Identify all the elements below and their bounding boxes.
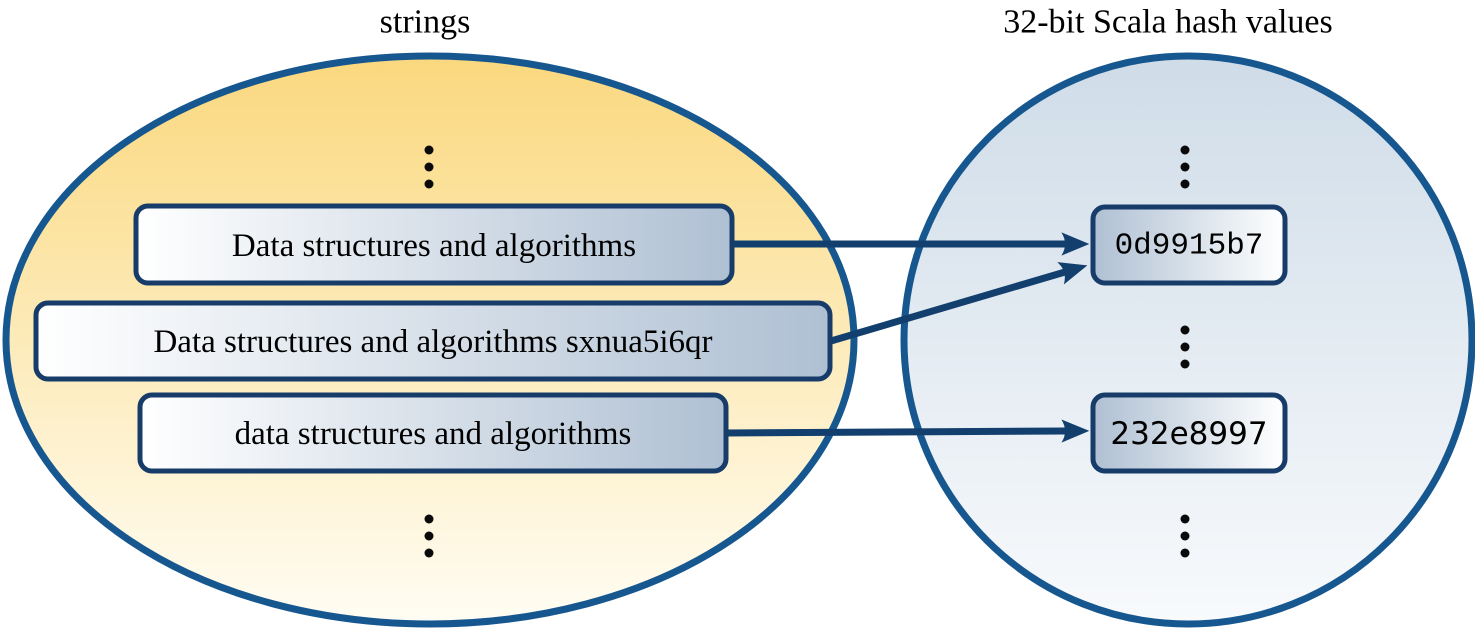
string-node-3: data structures and algorithms [137, 392, 729, 474]
hash-node-2: 232e8997 [1090, 392, 1288, 474]
string-node-1-label: Data structures and algorithms [232, 228, 636, 264]
string-node-1: Data structures and algorithms [133, 203, 735, 286]
hash-node-1-label: 0d9915b7 [1115, 229, 1264, 264]
string-node-2-box [33, 300, 833, 382]
string-node-1-box [133, 203, 735, 286]
hash-node-2-box [1090, 392, 1288, 474]
hash-node-1: 0d9915b7 [1090, 204, 1288, 286]
string-node-2: Data structures and algorithms sxnua5i6q… [33, 300, 833, 382]
hash-values-set-circle [900, 52, 1475, 628]
string-node-3-label: data structures and algorithms [235, 416, 632, 452]
ellipsis-hashes-bottom [1180, 514, 1190, 558]
hash-node-1-box [1090, 204, 1288, 286]
ellipsis-hashes-middle [1180, 325, 1190, 369]
left-set-title: strings [380, 4, 471, 41]
string-node-2-label: Data structures and algorithms sxnua5i6q… [153, 324, 712, 360]
ellipsis-hashes-top [1180, 145, 1190, 189]
right-set-title: 32-bit Scala hash values [1003, 4, 1333, 41]
mapping-arrows [725, 232, 1090, 443]
arrow-string2-to-hash1 [830, 262, 1088, 345]
string-node-3-box [137, 392, 729, 474]
arrow-string3-to-hash2 [725, 419, 1090, 443]
ellipsis-strings-bottom [424, 514, 434, 558]
ellipsis-strings-top [424, 145, 434, 189]
hash-node-2-label: 232e8997 [1110, 416, 1267, 452]
